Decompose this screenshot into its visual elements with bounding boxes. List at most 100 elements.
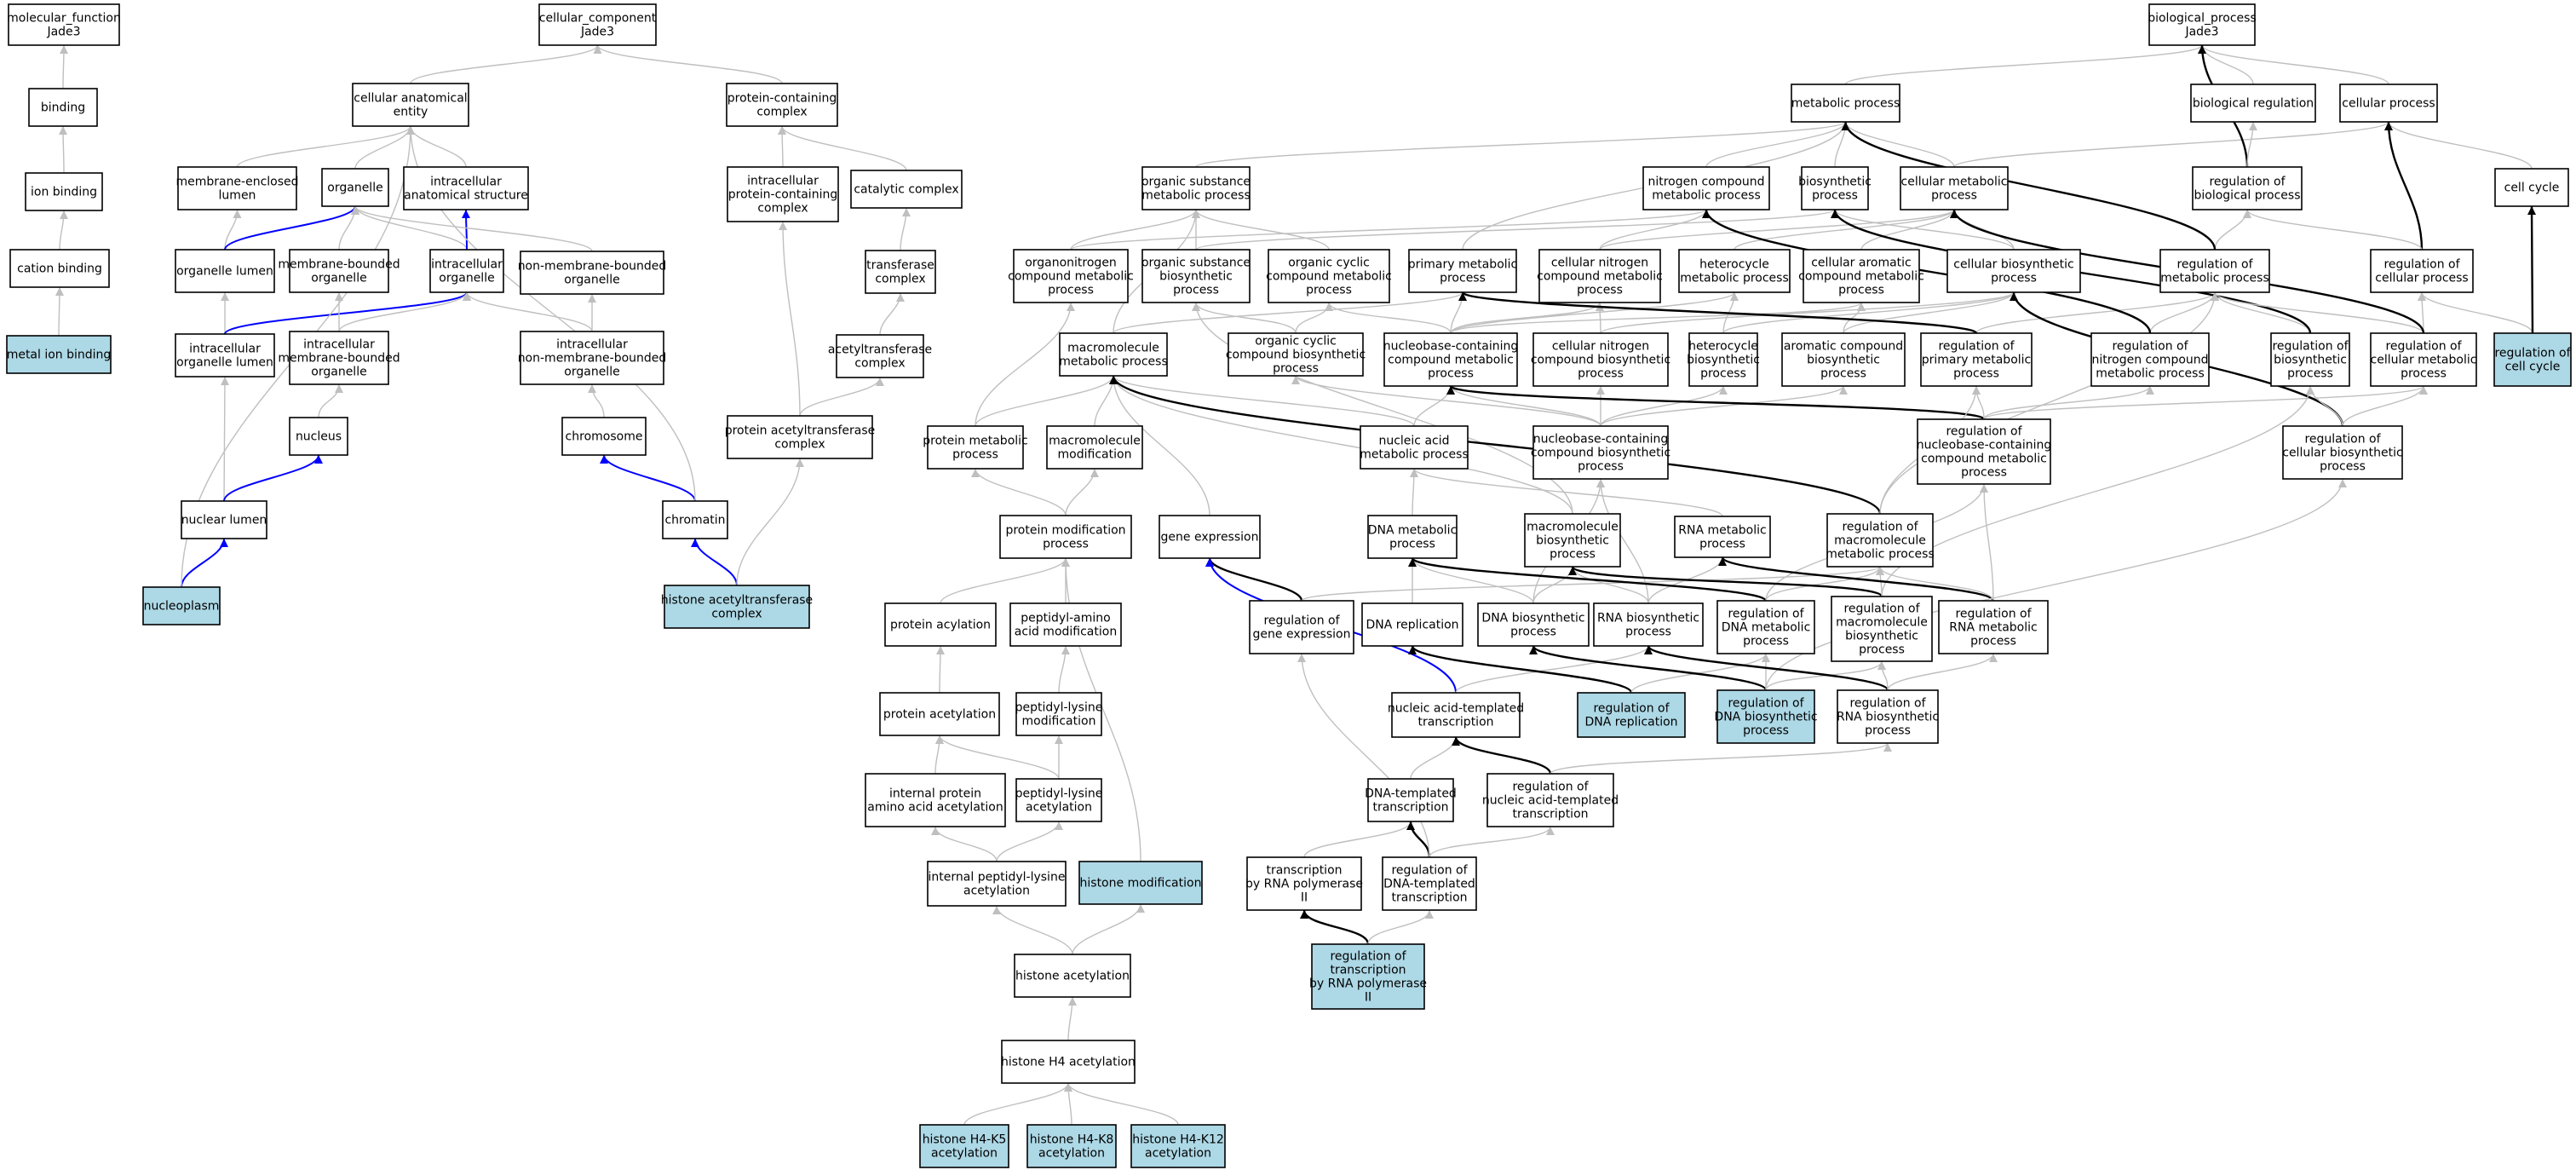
node-h4a[interactable]: histone H4 acetylation bbox=[1001, 1040, 1136, 1084]
node-nuclear_lumen[interactable]: nuclear lumen bbox=[181, 500, 267, 539]
node-metal_ion_binding[interactable]: metal ion binding bbox=[6, 335, 112, 374]
node-cell_cycle[interactable]: cell cycle bbox=[2494, 168, 2569, 207]
node-nucleus[interactable]: nucleus bbox=[289, 417, 348, 456]
node-protein_acetylation[interactable]: protein acetylation bbox=[879, 692, 1000, 736]
node-cellular_process[interactable]: cellular process bbox=[2339, 84, 2438, 123]
node-biological_regulation[interactable]: biological regulation bbox=[2190, 84, 2316, 123]
node-rmbp[interactable]: regulation ofmacromoleculebiosyntheticpr… bbox=[1831, 596, 1933, 662]
node-gene_expression[interactable]: gene expression bbox=[1159, 515, 1261, 559]
node-inmbo[interactable]: intracellularnon-membrane-boundedorganel… bbox=[518, 331, 667, 385]
node-dna_replication[interactable]: DNA replication bbox=[1361, 602, 1463, 647]
node-nucleoplasm[interactable]: nucleoplasm bbox=[142, 586, 221, 625]
node-catcomplex[interactable]: catalytic complex bbox=[850, 170, 963, 209]
node-metabolic_process[interactable]: metabolic process bbox=[1791, 84, 1900, 123]
node-chromosome[interactable]: chromosome bbox=[561, 417, 647, 456]
node-binding[interactable]: binding bbox=[28, 88, 98, 127]
node-organelle[interactable]: organelle bbox=[321, 168, 389, 207]
node-ion_binding[interactable]: ion binding bbox=[25, 172, 103, 211]
node-rnbcmp[interactable]: regulation ofnucleobase-containingcompou… bbox=[1917, 418, 2052, 485]
node-histone_acetylation[interactable]: histone acetylation bbox=[1014, 954, 1131, 998]
node-chromatin[interactable]: chromatin bbox=[662, 500, 728, 539]
node-cation_binding[interactable]: cation binding bbox=[9, 249, 110, 288]
node-protein_acylation[interactable]: protein acylation bbox=[884, 602, 997, 647]
node-histone_modification[interactable]: histone modification bbox=[1078, 861, 1203, 905]
node-org_lumen[interactable]: organelle lumen bbox=[175, 249, 275, 293]
